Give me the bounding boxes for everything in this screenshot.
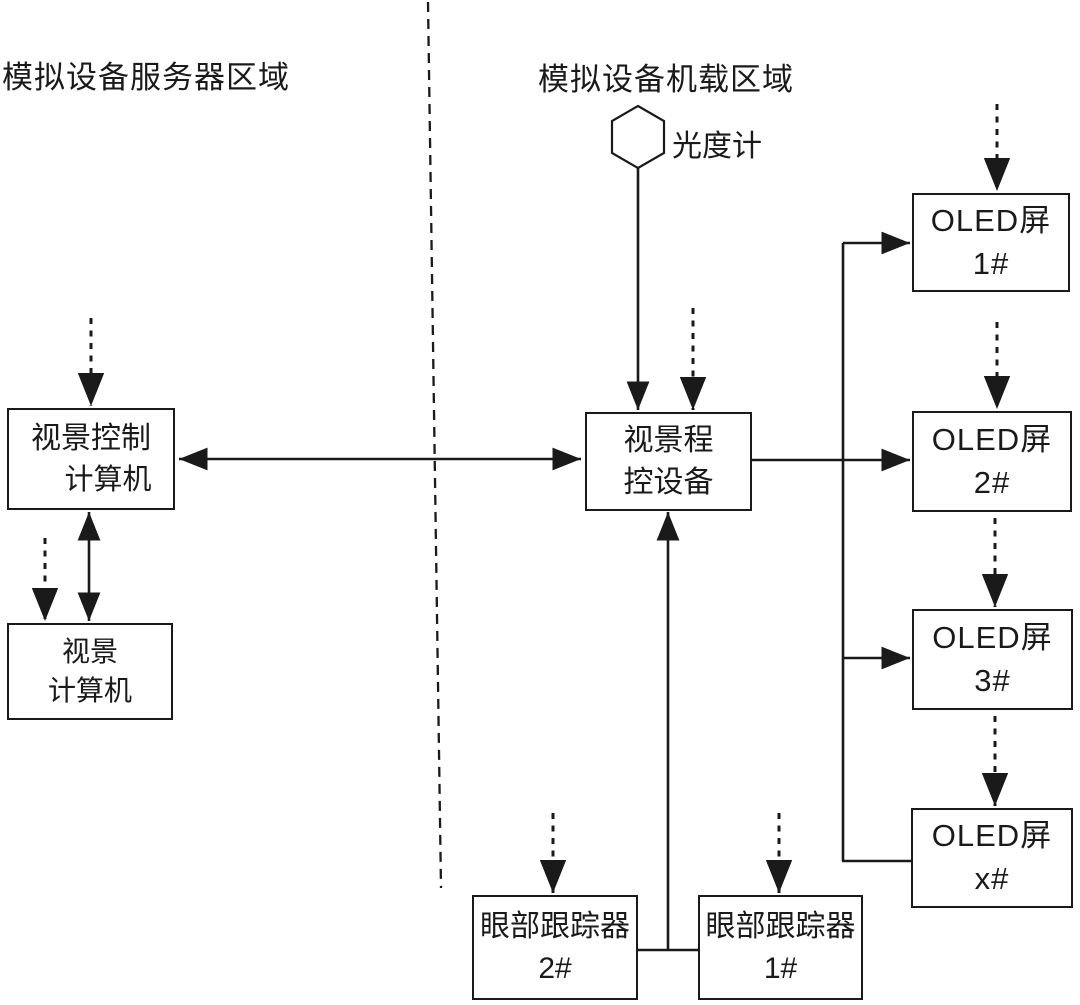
photometer-hexagon-icon: [610, 104, 666, 170]
box-eye-tracker-2-line2: 2#: [538, 951, 572, 985]
box-oled-screen-2-line2: 2#: [973, 464, 1011, 500]
box-oled-screen-x-line1: OLED屏: [931, 818, 1053, 854]
box-eye-tracker-1: 眼部跟踪器 1#: [698, 895, 863, 1000]
box-oled-screen-x-line2: x#: [974, 861, 1010, 896]
box-oled-screen-3-line2: 3#: [974, 662, 1011, 698]
box-scene-program-control: 视景程 控设备: [585, 412, 752, 511]
box-scene-computer-line1: 视景: [61, 635, 118, 667]
box-eye-tracker-2: 眼部跟踪器 2#: [472, 895, 638, 1000]
box-eye-tracker-2-line1: 眼部跟踪器: [480, 910, 630, 944]
server-area-title: 模拟设备服务器区域: [2, 60, 290, 95]
region-divider-dashed-line: [426, 1, 443, 889]
box-oled-screen-1-line2: 1#: [972, 245, 1010, 281]
box-scene-control-computer-line1: 视景控制: [31, 422, 151, 456]
photometer-label: 光度计: [672, 130, 762, 163]
box-oled-screen-2-line1: OLED屏: [931, 421, 1053, 457]
box-oled-screen-1: OLED屏 1#: [912, 193, 1070, 292]
box-scene-program-control-line1: 视景程: [623, 424, 714, 458]
onboard-area-title: 模拟设备机载区域: [538, 62, 794, 97]
box-oled-screen-2: OLED屏 2#: [912, 411, 1072, 512]
box-eye-tracker-1-line2: 1#: [763, 951, 798, 985]
box-oled-screen-3-line1: OLED屏: [932, 619, 1053, 655]
box-scene-computer-line2: 计算机: [47, 674, 132, 706]
box-scene-control-computer-line2: 计算机: [64, 463, 152, 496]
box-scene-computer: 视景 计算机: [7, 623, 173, 720]
box-scene-program-control-line2: 控设备: [623, 465, 714, 499]
box-oled-screen-3: OLED屏 3#: [912, 609, 1073, 710]
box-oled-screen-x: OLED屏 x#: [911, 808, 1073, 908]
box-scene-control-computer: 视景控制 计算机: [7, 408, 175, 510]
box-oled-screen-1-line1: OLED屏: [930, 202, 1052, 238]
box-eye-tracker-1-line1: 眼部跟踪器: [705, 910, 856, 944]
